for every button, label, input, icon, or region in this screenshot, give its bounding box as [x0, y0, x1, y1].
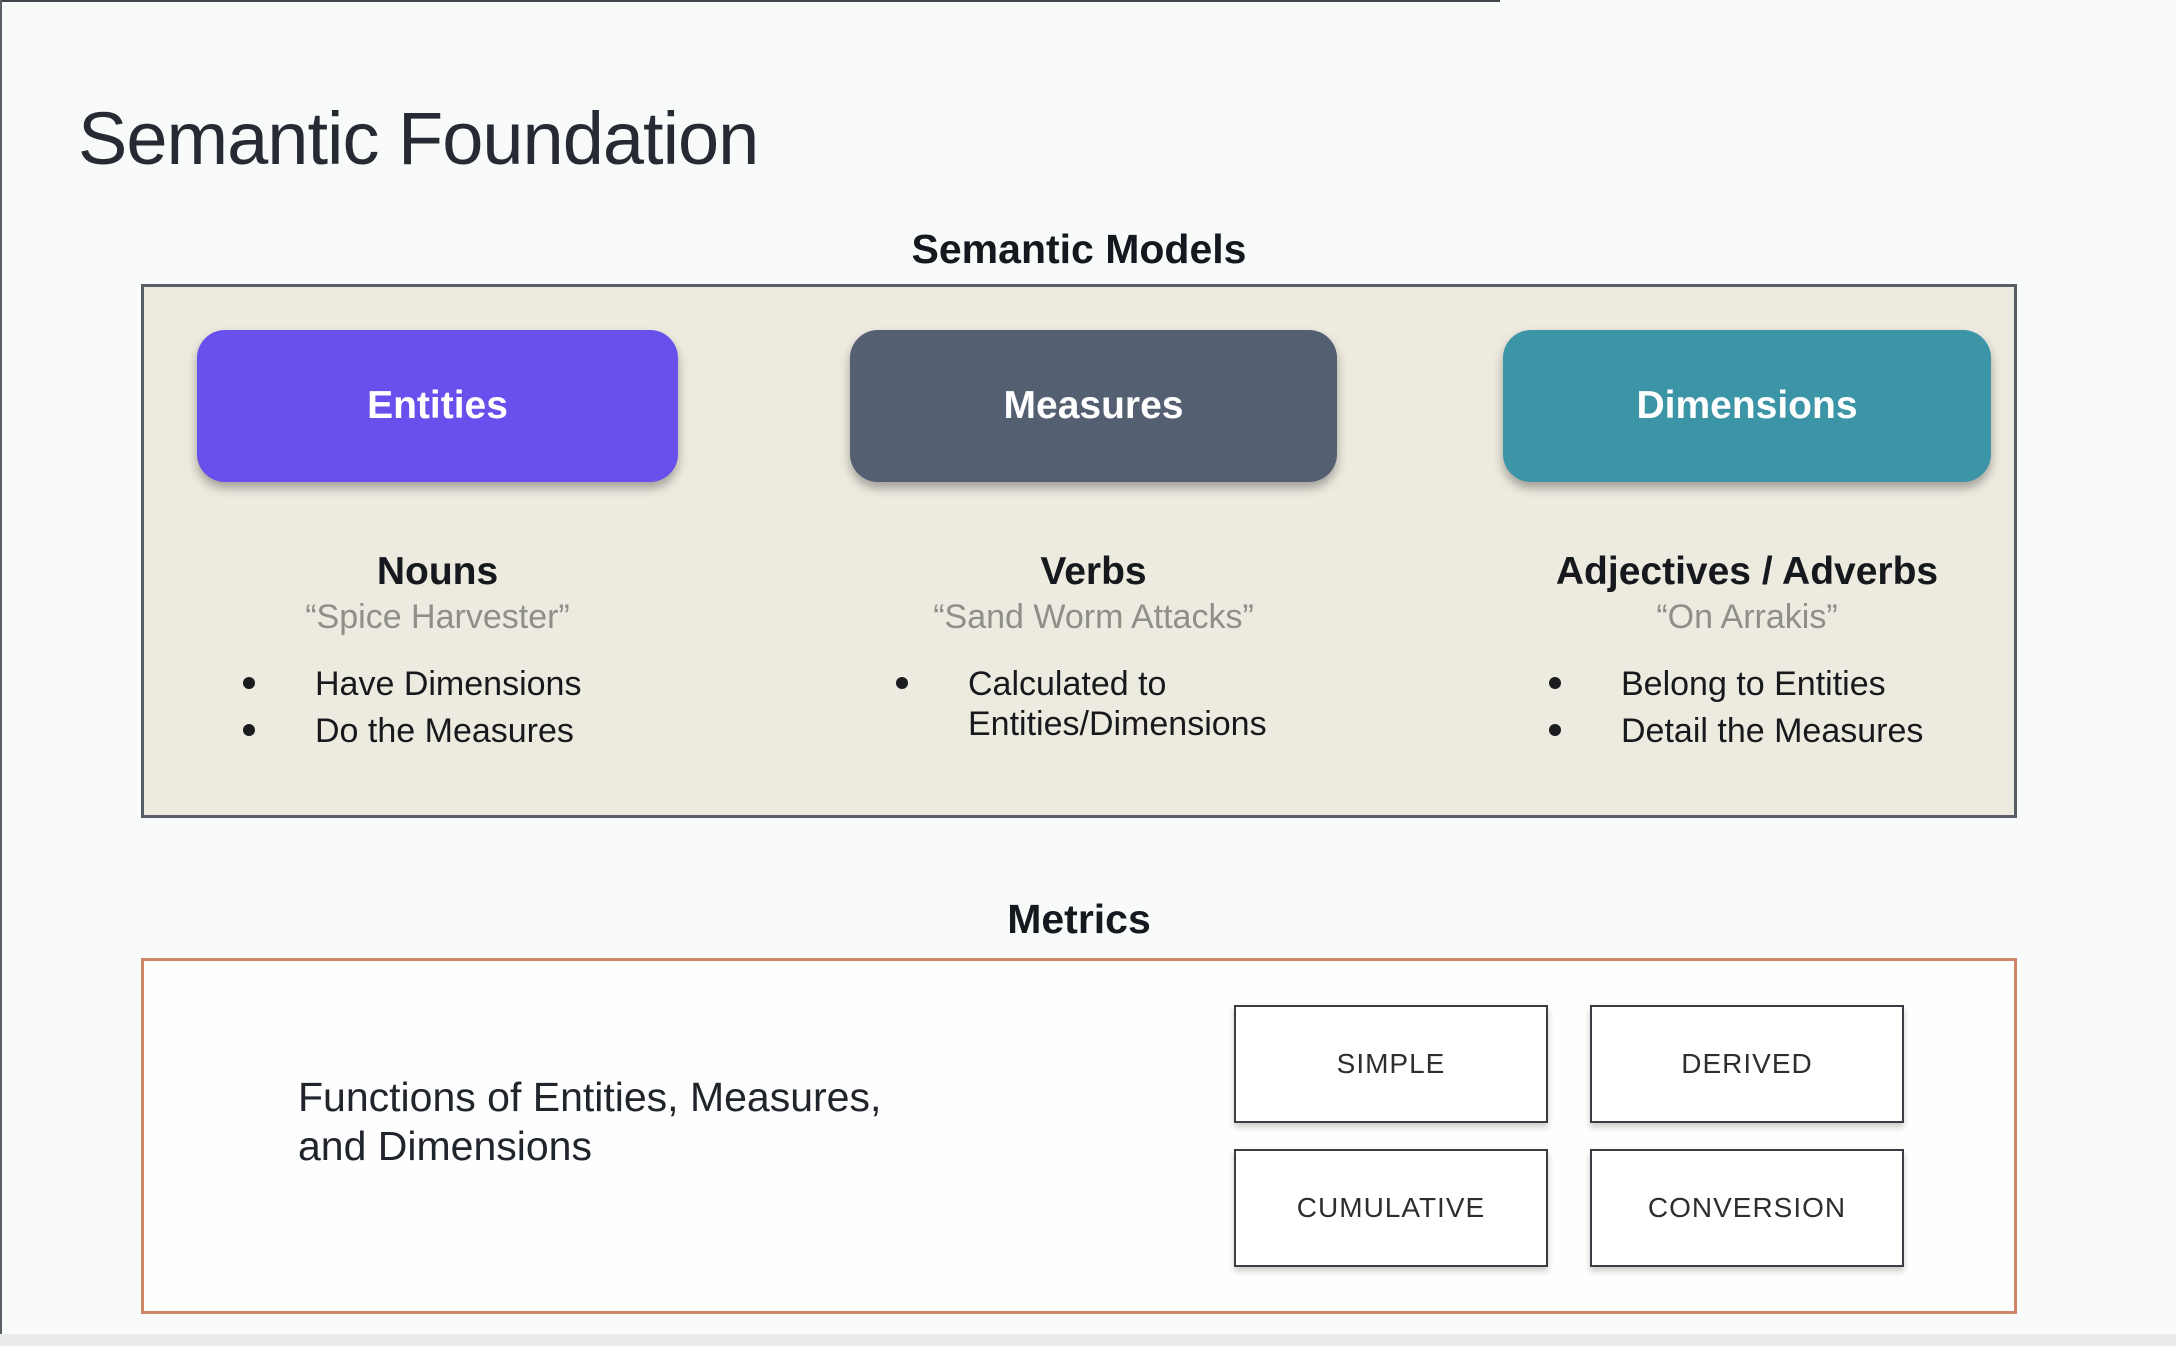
- metric-card-label: CUMULATIVE: [1296, 1192, 1486, 1223]
- metric-card-cumulative: CUMULATIVE: [1234, 1149, 1548, 1267]
- model-box-label: Dimensions: [1636, 384, 1858, 427]
- bullet-item: Detail the Measures: [1549, 711, 1991, 752]
- bullet-item: Belong to Entities: [1549, 664, 1991, 705]
- bullet-item: Do the Measures: [243, 711, 678, 752]
- model-box-dimensions: Dimensions: [1503, 330, 1991, 482]
- model-box-label: Measures: [1003, 384, 1184, 427]
- semantic-models-panel: Entities Nouns “Spice Harvester” Have Di…: [141, 284, 2017, 818]
- category-label: Nouns: [376, 550, 499, 593]
- model-box-label: Entities: [367, 384, 508, 427]
- model-column-dimensions: Dimensions Adjectives / Adverbs “On Arra…: [1503, 330, 1991, 759]
- bullet-item-label: Detail the Measures: [1621, 712, 1924, 751]
- category-label: Verbs: [1040, 550, 1147, 593]
- bullet-list: Calculated to Entities/Dimensions: [850, 664, 1337, 746]
- window-bottom-strip: [0, 1334, 2176, 1346]
- example-quote: “Spice Harvester”: [305, 597, 570, 636]
- model-box-measures: Measures: [850, 330, 1337, 482]
- metrics-panel: Functions of Entities, Measures, and Dim…: [141, 958, 2017, 1314]
- window-top-border: [0, 0, 1500, 2]
- model-box-entities: Entities: [197, 330, 678, 482]
- window-left-border: [0, 0, 2, 1346]
- category-label: Adjectives / Adverbs: [1555, 550, 1939, 593]
- bullet-dot-icon: [243, 724, 255, 737]
- bullet-item-label: Have Dimensions: [315, 664, 582, 703]
- bullet-list: Have Dimensions Do the Measures: [197, 664, 678, 753]
- page-title: Semantic Foundation: [78, 96, 759, 180]
- bullet-dot-icon: [1549, 724, 1561, 737]
- example-quote: “Sand Worm Attacks”: [933, 597, 1254, 636]
- bullet-list: Belong to Entities Detail the Measures: [1503, 664, 1991, 753]
- metric-card-conversion: CONVERSION: [1590, 1149, 1904, 1267]
- metric-card-label: DERIVED: [1681, 1048, 1813, 1079]
- metrics-grid: SIMPLE DERIVED CUMULATIVE CONVERSION: [1234, 1005, 1904, 1267]
- metric-card-label: CONVERSION: [1647, 1192, 1847, 1223]
- example-quote: “On Arrakis”: [1656, 597, 1838, 636]
- bullet-dot-icon: [1549, 676, 1561, 689]
- metric-card-simple: SIMPLE: [1234, 1005, 1548, 1123]
- bullet-item: Have Dimensions: [243, 664, 678, 705]
- model-column-measures: Measures Verbs “Sand Worm Attacks” Calcu…: [850, 330, 1337, 752]
- metric-card-label: SIMPLE: [1336, 1048, 1446, 1079]
- model-column-entities: Entities Nouns “Spice Harvester” Have Di…: [197, 330, 678, 759]
- bullet-item-label: Do the Measures: [315, 712, 574, 751]
- bullet-dot-icon: [243, 676, 255, 689]
- bullet-item-label: Calculated to Entities/Dimensions: [968, 664, 1267, 744]
- bullet-item-label: Belong to Entities: [1621, 664, 1886, 703]
- semantic-models-heading: Semantic Models: [911, 226, 1247, 272]
- metrics-description: Functions of Entities, Measures, and Dim…: [298, 1074, 882, 1170]
- metrics-heading: Metrics: [1007, 896, 1151, 942]
- bullet-dot-icon: [896, 676, 908, 689]
- bullet-item: Calculated to Entities/Dimensions: [896, 664, 1337, 746]
- metric-card-derived: DERIVED: [1590, 1005, 1904, 1123]
